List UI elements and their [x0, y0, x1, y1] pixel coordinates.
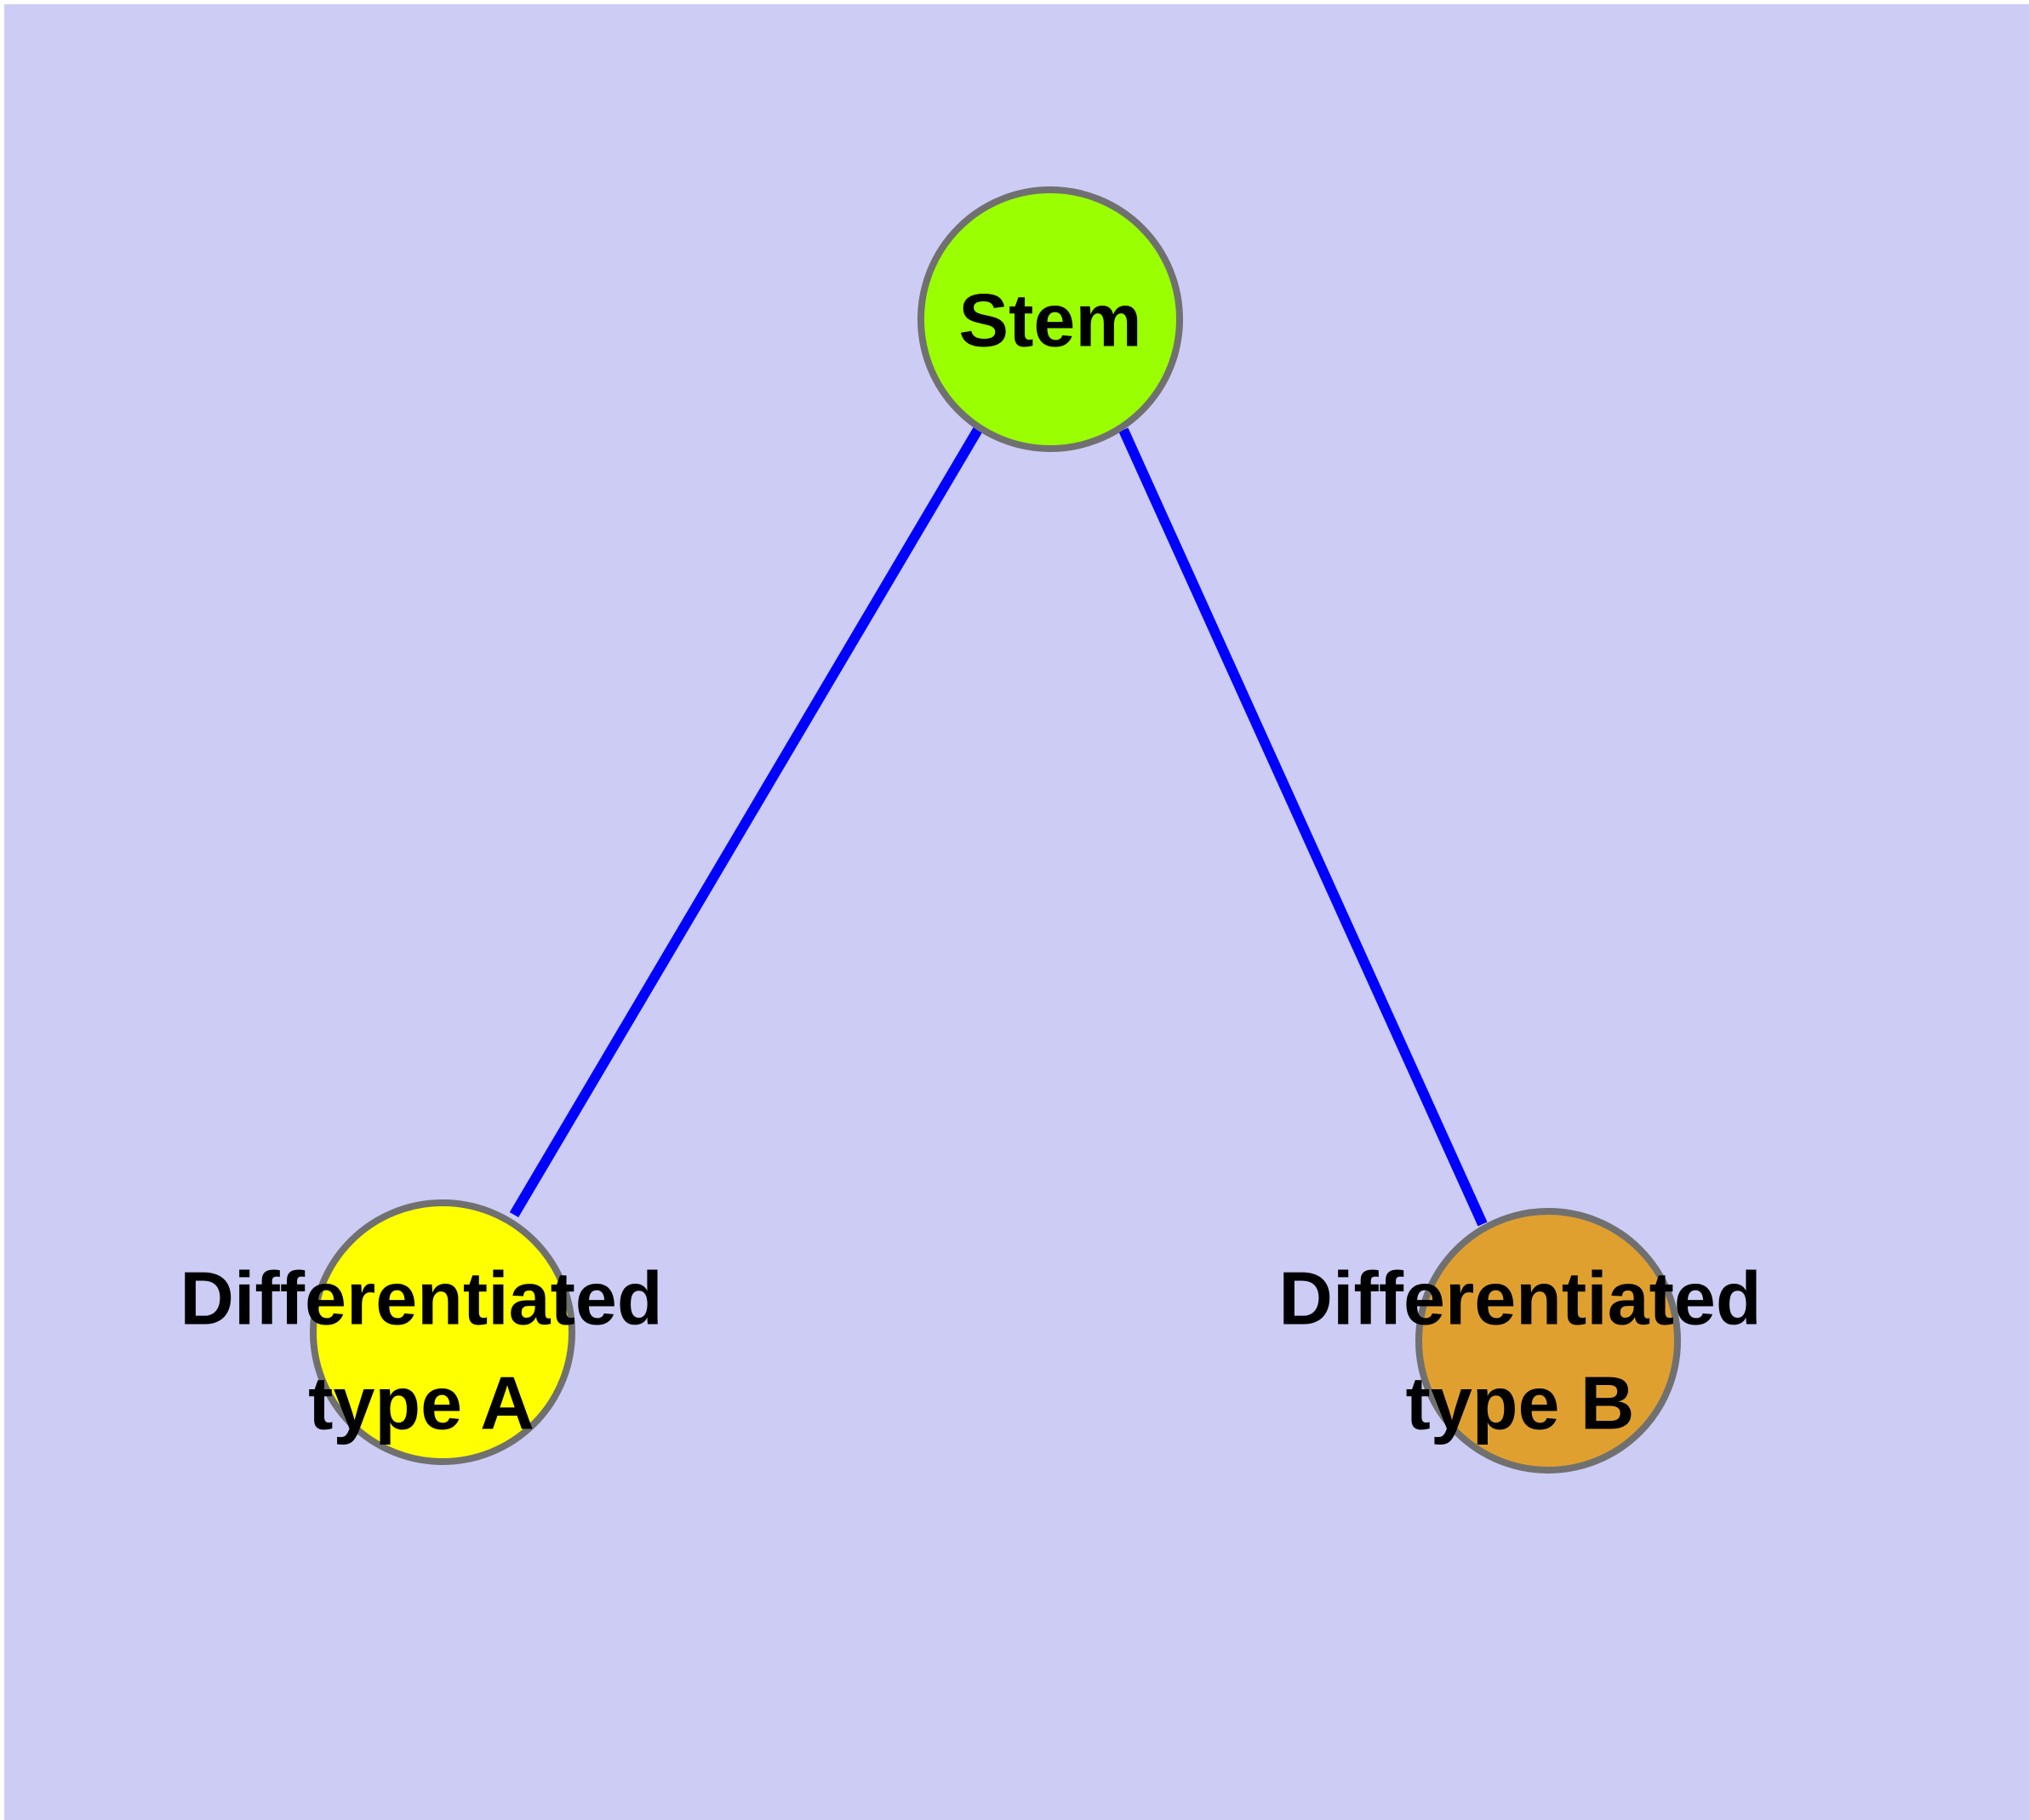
- node-circle-stem[interactable]: [917, 186, 1183, 452]
- label-layer: Differentiated type A Differentiated typ…: [180, 1256, 1761, 1445]
- node-label-differentiated-type-b: Differentiated type B: [1278, 1256, 1761, 1445]
- node-stem[interactable]: Stem: [917, 186, 1183, 452]
- node-layer: Stem: [310, 186, 1681, 1474]
- node-differentiated-type-b[interactable]: [1415, 1208, 1681, 1474]
- node-differentiated-type-a[interactable]: [310, 1199, 575, 1465]
- node-label-stem: Stem: [958, 278, 1141, 362]
- edge-stem-to-differentiated-type-a: [509, 425, 984, 1218]
- node-label-line-1-a: Differentiated: [180, 1256, 662, 1340]
- node-circle-differentiated-type-a[interactable]: [310, 1199, 575, 1465]
- edge-stem-to-differentiated-type-b: [1118, 427, 1488, 1227]
- node-label-differentiated-type-a: Differentiated type A: [180, 1256, 662, 1445]
- edge-layer: [509, 425, 1488, 1227]
- node-label-line-2-a: type A: [308, 1360, 534, 1445]
- node-circle-differentiated-type-b[interactable]: [1415, 1208, 1681, 1474]
- node-label-line-2-b: type B: [1406, 1360, 1635, 1445]
- node-label-line-1-b: Differentiated: [1278, 1256, 1761, 1340]
